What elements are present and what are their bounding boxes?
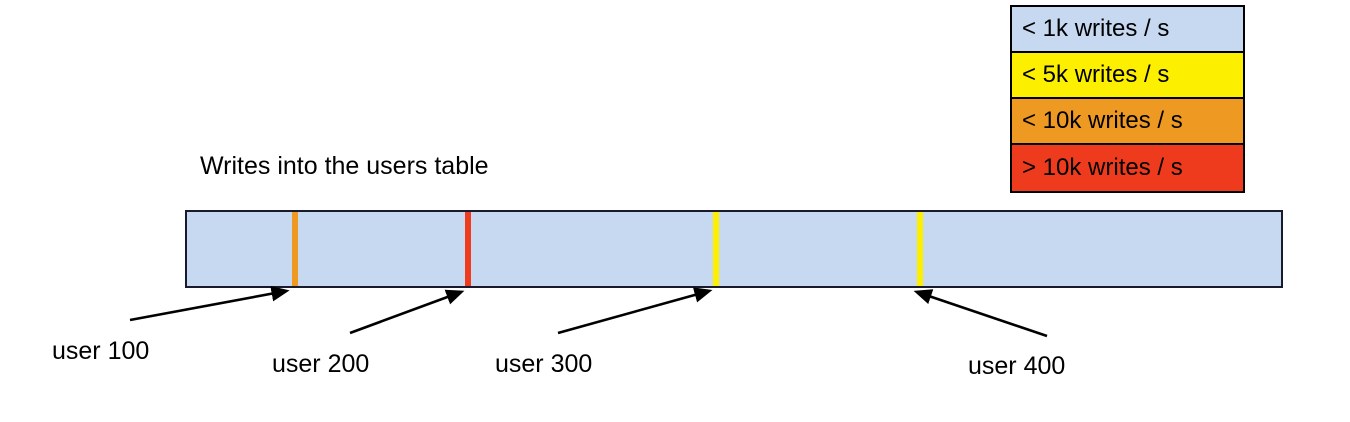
- arrow-user-100: [129, 285, 290, 322]
- label-user-300: user 300: [495, 350, 593, 378]
- bar-base-fill: [187, 212, 1281, 286]
- arrow-user-200: [349, 289, 465, 335]
- legend-item-lt-10k: < 10k writes / s: [1012, 99, 1243, 145]
- legend-item-label: < 5k writes / s: [1022, 61, 1170, 88]
- marker-user-400: [917, 212, 923, 286]
- label-user-400: user 400: [968, 352, 1066, 380]
- legend-item-lt-5k: < 5k writes / s: [1012, 53, 1243, 99]
- legend-item-gt-10k: > 10k writes / s: [1012, 145, 1243, 191]
- label-user-100: user 100: [52, 337, 150, 365]
- arrow-user-400: [913, 289, 1048, 338]
- marker-user-200: [465, 212, 471, 286]
- legend-item-label: < 1k writes / s: [1022, 15, 1170, 42]
- marker-user-100: [292, 212, 298, 286]
- users-table-bar: [185, 210, 1283, 288]
- legend-item-label: > 10k writes / s: [1022, 154, 1183, 181]
- arrow-user-300: [557, 287, 713, 335]
- legend-item-lt-1k: < 1k writes / s: [1012, 7, 1243, 53]
- legend-item-label: < 10k writes / s: [1022, 107, 1183, 134]
- chart-caption: Writes into the users table: [200, 152, 489, 180]
- label-user-200: user 200: [272, 350, 370, 378]
- marker-user-300: [713, 212, 719, 286]
- legend: < 1k writes / s < 5k writes / s < 10k wr…: [1010, 5, 1245, 193]
